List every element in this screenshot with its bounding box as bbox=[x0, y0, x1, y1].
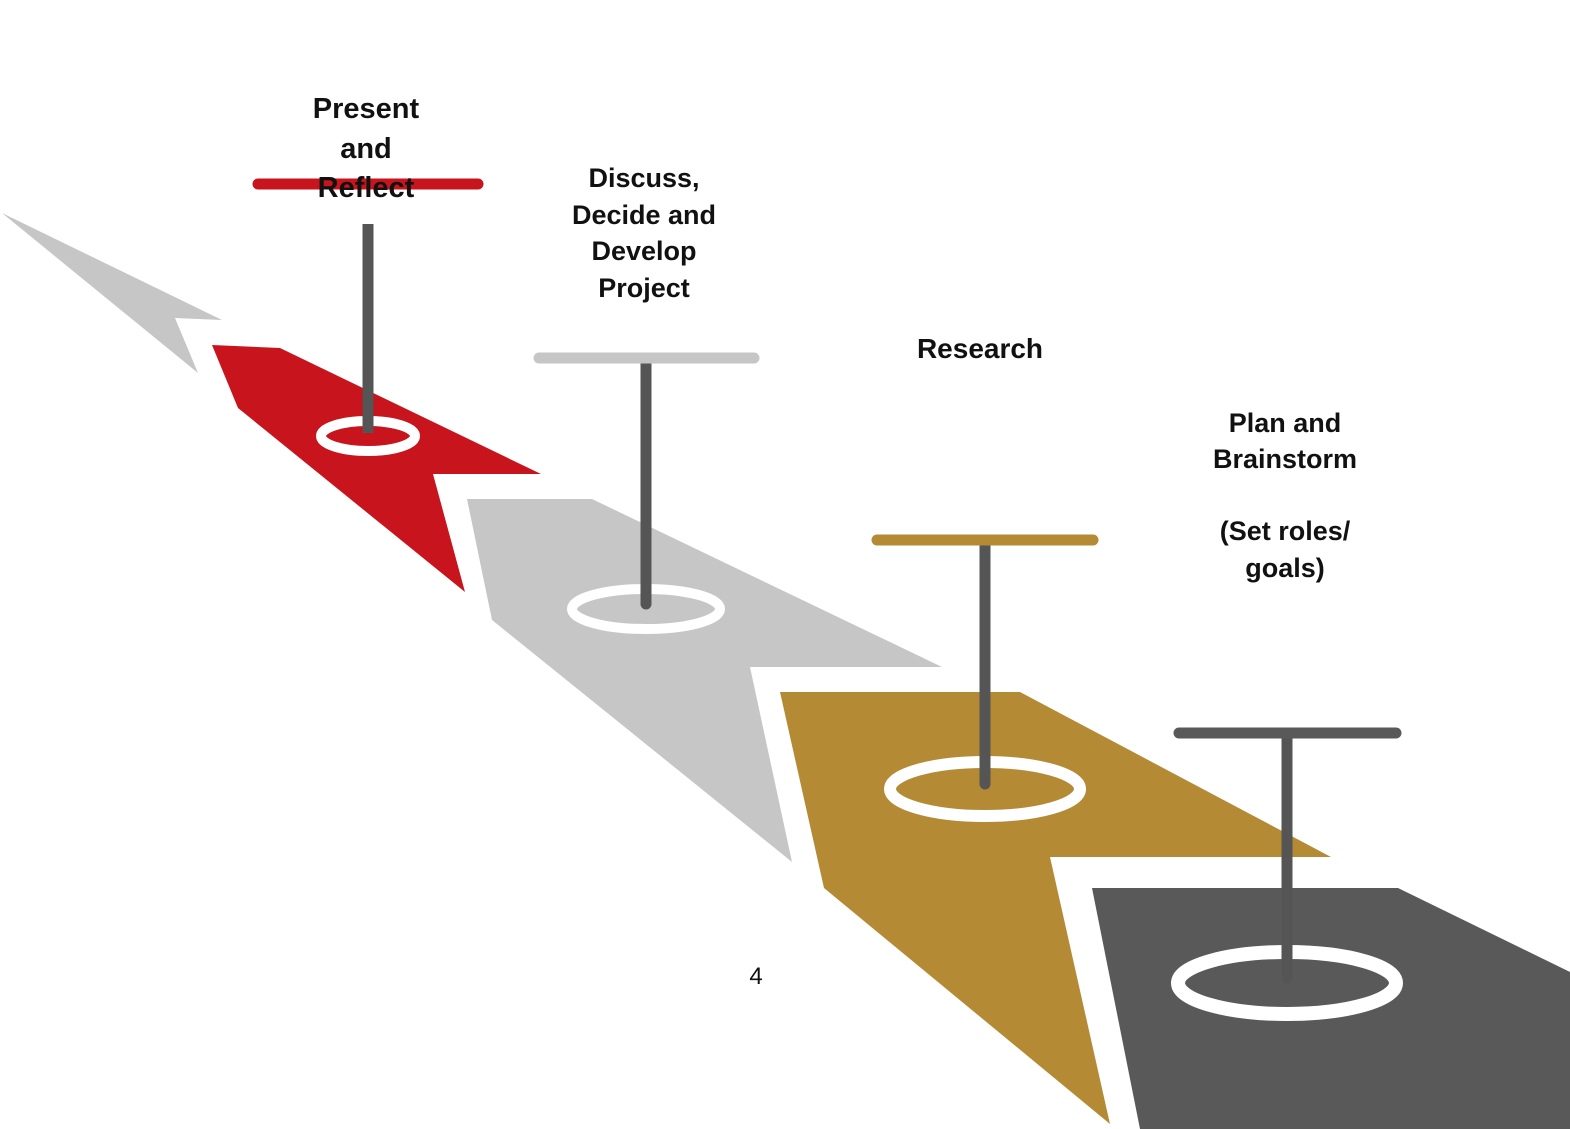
step-label-line: Plan and bbox=[1228, 408, 1342, 438]
page-number: 4 bbox=[749, 963, 763, 990]
step-label-line: Develop bbox=[591, 236, 697, 267]
step-label-line: Decide and bbox=[571, 199, 717, 230]
step-label-research: Research bbox=[880, 331, 1080, 368]
step-research bbox=[780, 534, 1331, 1124]
arrowhead bbox=[2, 213, 222, 373]
step-band-present bbox=[212, 345, 541, 592]
step-label-line: goals) bbox=[1245, 552, 1325, 583]
step-label-line: (Set roles/ bbox=[1219, 516, 1351, 547]
step-label-line: Discuss, bbox=[588, 163, 700, 193]
step-label-line: and bbox=[340, 132, 392, 165]
step-discuss bbox=[467, 352, 942, 862]
step-present bbox=[212, 178, 541, 592]
label-spacer bbox=[1180, 477, 1390, 513]
step-band-discuss bbox=[467, 499, 942, 862]
step-label-line: Project bbox=[598, 273, 690, 304]
step-label-line: Brainstorm bbox=[1212, 444, 1358, 475]
step-label-line: Present bbox=[312, 93, 420, 125]
step-label-line: Reflect bbox=[317, 172, 415, 205]
step-label-plan: Plan and Brainstorm (Set roles/ goals) bbox=[1180, 405, 1390, 586]
step-label-present: Present and Reflect bbox=[266, 90, 466, 209]
step-label-discuss: Discuss, Decide and Develop Project bbox=[534, 160, 754, 307]
step-label-line: Research bbox=[916, 333, 1044, 364]
step-band-research bbox=[780, 692, 1331, 1124]
step-plan bbox=[1092, 727, 1570, 1129]
